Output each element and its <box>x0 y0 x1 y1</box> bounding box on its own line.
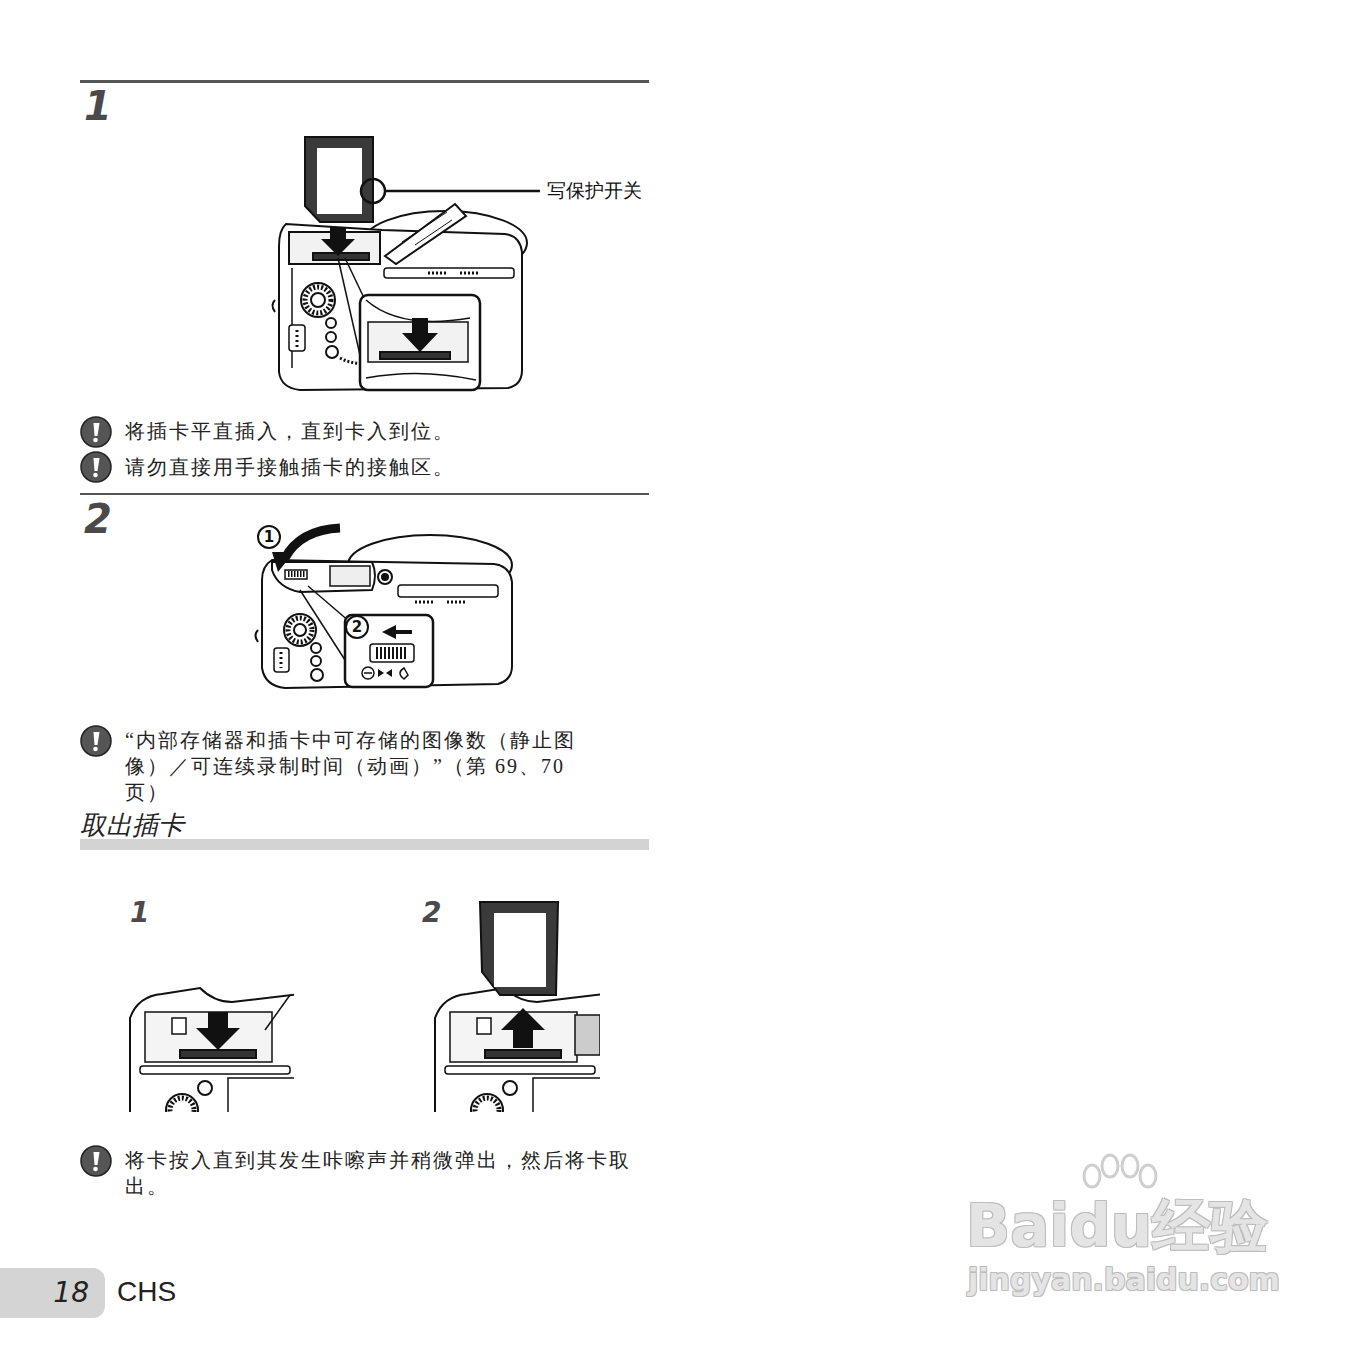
section-rule <box>80 493 649 495</box>
section-rule <box>80 80 649 83</box>
card-push-illustration <box>130 988 294 1112</box>
watermark-paw <box>1084 1155 1156 1187</box>
heading-band: 取出插卡 <box>80 810 649 850</box>
page-number-box: 18 <box>0 1268 105 1318</box>
caution-icon <box>81 1146 111 1176</box>
page-number: 18 <box>0 1268 89 1318</box>
watermark-url: jingyan.baidu.com <box>968 1262 1280 1298</box>
caution-icon <box>81 417 111 447</box>
watermark: Baidu经验 <box>966 1192 1268 1262</box>
caution-note: 将插卡平直插入，直到卡入到位。 <box>125 419 645 443</box>
substep-number: 2 <box>422 896 441 930</box>
caution-note: “内部存储器和插卡中可存储的图像数（静止图 像）／可连续录制时间（动画）”（第 … <box>125 727 609 805</box>
callout-number: 1 <box>264 528 274 546</box>
step-number: 1 <box>84 82 112 130</box>
caution-icon <box>81 726 111 756</box>
callout-number: 2 <box>352 618 362 636</box>
part-label: 写保护开关 <box>547 180 642 203</box>
caution-icon <box>81 452 111 482</box>
card-remove-illustration <box>435 902 600 1112</box>
section-heading: 取出插卡 <box>80 810 649 840</box>
step-number: 2 <box>84 495 112 543</box>
caution-note: 请勿直接用手接触插卡的接触区。 <box>125 455 645 479</box>
substep-number: 1 <box>130 896 149 930</box>
caution-note: 将卡按入直到其发生咔嚓声并稍微弹出，然后将卡取 出。 <box>125 1147 641 1199</box>
camera-close-illustration <box>256 526 513 688</box>
language-code: CHS <box>117 1275 176 1309</box>
camera-insert-illustration <box>273 137 541 390</box>
